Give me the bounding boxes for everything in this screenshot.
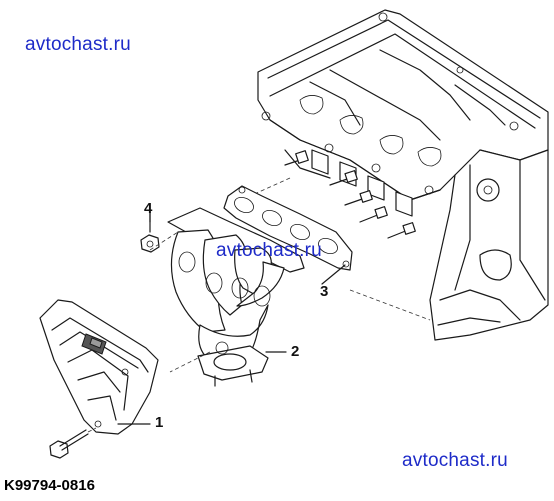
callout-heat-shield: 1 <box>155 414 164 431</box>
callout-nut: 4 <box>144 200 153 217</box>
engine-cylinder-head <box>249 9 549 341</box>
callout-exhaust-manifold: 2 <box>291 343 300 360</box>
exhaust-manifold <box>149 207 305 387</box>
watermark-top: avtochast.ru <box>25 34 131 55</box>
part-number-label: K99794-0816 <box>4 477 95 494</box>
watermark-bottom: avtochast.ru <box>402 450 508 471</box>
heat-shield-bolt <box>49 427 97 459</box>
leader-line-3 <box>321 264 346 285</box>
callout-manifold-gasket: 3 <box>320 283 329 300</box>
watermark-middle: avtochast.ru <box>216 240 322 261</box>
manifold-gasket <box>223 185 353 271</box>
heat-shield <box>39 299 159 435</box>
